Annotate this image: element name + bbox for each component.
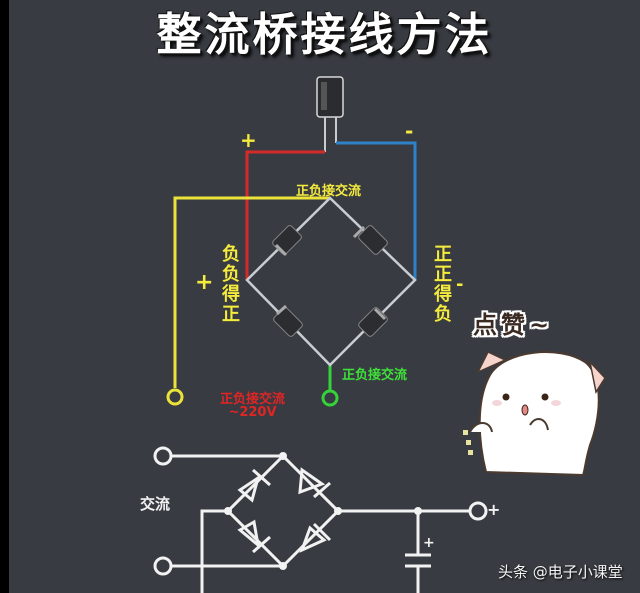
ac-input-label-line1: 正负接交流 bbox=[220, 392, 286, 407]
top-ac-label: 正负接交流 bbox=[296, 184, 362, 199]
plus-sign: + bbox=[240, 128, 257, 152]
watermark: 头条 @电子小课堂 bbox=[498, 563, 623, 581]
right-sign: - bbox=[456, 274, 464, 295]
cat-sticker-icon bbox=[463, 351, 606, 477]
bottom-ac-label: 正负接交流 bbox=[342, 368, 408, 383]
ac-input-label-line2: ~220V bbox=[228, 405, 277, 420]
output-plus-sign: + bbox=[487, 500, 501, 519]
page-title: 整流桥接线方法 bbox=[156, 8, 493, 61]
diagram-canvas: 整流桥接线方法 bbox=[9, 0, 640, 593]
left-side-label: 负负得正 bbox=[219, 244, 240, 324]
capacitor-icon bbox=[316, 76, 344, 152]
left-sign: + bbox=[195, 270, 214, 295]
bridge-schematic bbox=[153, 446, 488, 593]
sticker-text: 点赞~ bbox=[473, 311, 554, 339]
right-side-label: 正正得负 bbox=[431, 244, 452, 324]
capacitor-plus-sign: + bbox=[423, 535, 435, 551]
minus-sign: - bbox=[405, 119, 414, 143]
ac-label: 交流 bbox=[140, 495, 171, 513]
ac-input-label: 正负接交流 ~220V bbox=[220, 388, 285, 420]
wiring-diagram bbox=[153, 76, 606, 593]
